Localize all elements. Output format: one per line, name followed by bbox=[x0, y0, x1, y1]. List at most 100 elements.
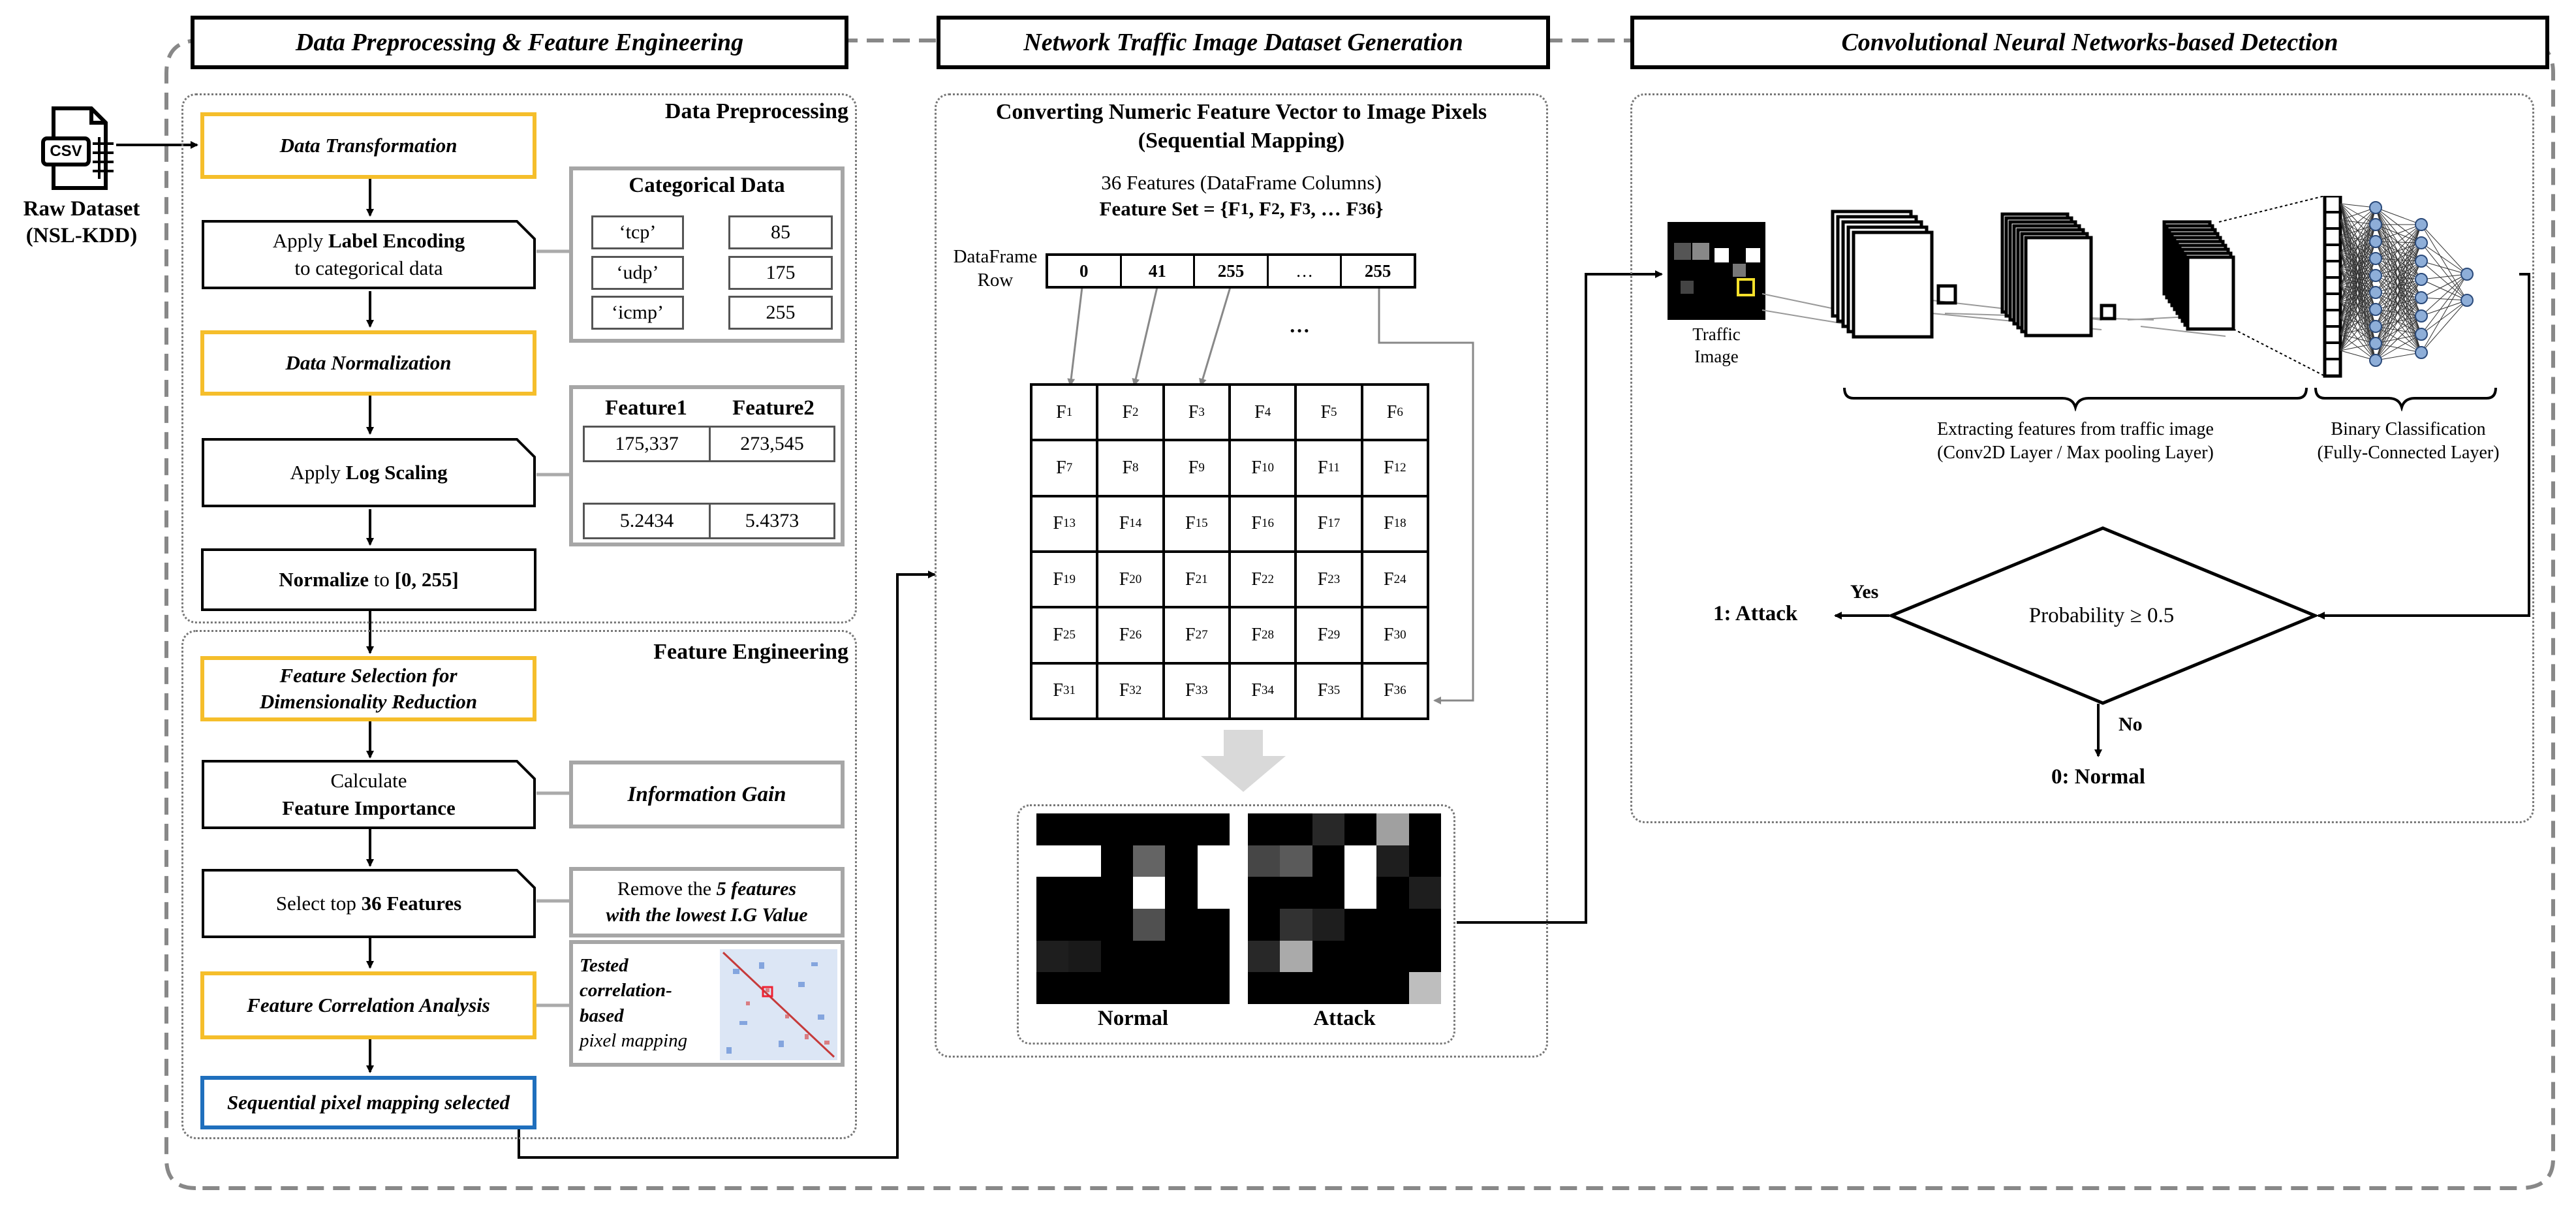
attack-pixel bbox=[1344, 813, 1377, 845]
attack-pixel bbox=[1344, 909, 1377, 941]
decision-yes-label: Yes bbox=[1850, 581, 1879, 603]
categorical-value-cell: 175 bbox=[728, 256, 833, 290]
neuron-node bbox=[2369, 252, 2382, 265]
normal-pixel bbox=[1068, 940, 1101, 973]
neuron-node bbox=[2415, 309, 2428, 322]
feature-importance-line1: Calculate bbox=[330, 769, 407, 793]
select-top-box: Select top 36 Features bbox=[201, 868, 536, 939]
attack-pixel bbox=[1312, 909, 1344, 941]
extracting-features-1: Extracting features from traffic image bbox=[1937, 419, 2214, 439]
log-scaling-pre: Apply bbox=[290, 461, 341, 484]
normal-pixel bbox=[1068, 813, 1101, 845]
attack-pixel bbox=[1408, 845, 1441, 877]
categorical-key-cell: ‘icmp’ bbox=[591, 296, 684, 330]
categorical-data-title: Categorical Data bbox=[628, 174, 785, 197]
normal-pixel bbox=[1197, 940, 1230, 973]
extracting-features-label: Extracting features from traffic image (… bbox=[1847, 418, 2304, 465]
attack-pixel bbox=[1248, 845, 1280, 877]
normal-pixel bbox=[1036, 813, 1069, 845]
attack-pixel bbox=[1312, 877, 1344, 909]
row-ellipsis: … bbox=[1289, 313, 1310, 337]
attack-label: Attack bbox=[1313, 1007, 1376, 1030]
attack-pixel bbox=[1312, 813, 1344, 845]
csv-icon-text: CSV bbox=[50, 142, 82, 160]
remove-features-bold2: with the lowest I.G Value bbox=[606, 904, 808, 926]
normal-pixel bbox=[1068, 909, 1101, 941]
normal-output: 0: Normal bbox=[2051, 765, 2145, 789]
neuron-node bbox=[2369, 303, 2382, 316]
neuron-node bbox=[2415, 273, 2428, 286]
raw-dataset-label: Raw Dataset (NSL-KDD) bbox=[0, 193, 163, 252]
categorical-key-cell: ‘udp’ bbox=[591, 256, 684, 290]
attack-pixel bbox=[1344, 877, 1377, 909]
label-encoding-post: to categorical data bbox=[294, 257, 443, 279]
attack-pixel bbox=[1344, 940, 1377, 973]
traffic-image-label-2: Image bbox=[1694, 346, 1739, 366]
attack-pixel bbox=[1376, 845, 1409, 877]
normal-pixel bbox=[1036, 972, 1069, 1004]
decision-diamond bbox=[1887, 526, 2320, 705]
attack-pixel bbox=[1248, 813, 1280, 845]
generation-panel bbox=[935, 93, 1548, 1058]
normal-pixel bbox=[1165, 909, 1198, 941]
select-top-bold: 36 Features bbox=[361, 892, 462, 915]
normal-pixel bbox=[1197, 972, 1230, 1004]
sequential-selected-box: Sequential pixel mapping selected bbox=[200, 1076, 536, 1129]
neuron-node bbox=[2369, 218, 2382, 231]
detection-panel bbox=[1630, 93, 2534, 823]
attack-image bbox=[1248, 813, 1441, 1004]
neuron-node bbox=[2415, 346, 2428, 359]
feature-set-prefix: Feature Set = {F bbox=[1099, 197, 1241, 220]
feature-set-suffix: } bbox=[1375, 197, 1384, 220]
feature-set-c3: , … F bbox=[1311, 197, 1359, 220]
label-encoding-pre: Apply bbox=[272, 229, 328, 253]
decision-no-label: No bbox=[2118, 714, 2143, 735]
normal-pixel bbox=[1165, 877, 1198, 909]
tested-mapping-bold: Tested correlation-based bbox=[580, 955, 672, 1026]
normal-pixel bbox=[1197, 845, 1230, 877]
down-arrow-gray bbox=[1201, 730, 1286, 792]
normal-pixel bbox=[1165, 813, 1198, 845]
feature-set-sub3: 3 bbox=[1302, 199, 1311, 218]
decision-text: Probability ≥ 0.5 bbox=[2028, 603, 2175, 627]
feature-importance-box: Calculate Feature Importance bbox=[201, 759, 536, 830]
row-cell-2: 255 bbox=[1195, 256, 1269, 286]
normal-pixel bbox=[1132, 940, 1166, 973]
attack-pixel bbox=[1376, 813, 1409, 845]
neuron-node bbox=[2369, 354, 2382, 367]
neuron-node bbox=[2369, 286, 2382, 299]
attack-pixel bbox=[1248, 940, 1280, 973]
attack-pixel bbox=[1408, 909, 1441, 941]
attack-pixel bbox=[1312, 845, 1344, 877]
normal-pixel bbox=[1036, 845, 1069, 877]
generation-title-line1: Converting Numeric Feature Vector to Ima… bbox=[995, 100, 1487, 124]
tested-mapping-box: Tested correlation-based pixel mapping bbox=[569, 940, 845, 1067]
feature-set-sub1: 1 bbox=[1240, 199, 1249, 218]
categorical-value-cell: 255 bbox=[728, 296, 833, 330]
normal-pixel bbox=[1165, 845, 1198, 877]
normal-pixel bbox=[1100, 845, 1133, 877]
engineering-title: Feature Engineering bbox=[653, 640, 848, 664]
header-preprocessing: Data Preprocessing & Feature Engineering bbox=[191, 16, 848, 69]
feature-col-header-2: Feature2 bbox=[732, 396, 815, 420]
remove-features-text: Remove the 5 features with the lowest I.… bbox=[573, 871, 841, 934]
dataframe-row-label: DataFrame Row bbox=[937, 245, 1054, 292]
log-scaling-text: Apply Log Scaling bbox=[201, 437, 536, 508]
feature1-scaled-cell: 5.2434 bbox=[583, 503, 711, 539]
attack-pixel bbox=[1376, 877, 1409, 909]
remove-features-line1: Remove the bbox=[617, 877, 717, 900]
